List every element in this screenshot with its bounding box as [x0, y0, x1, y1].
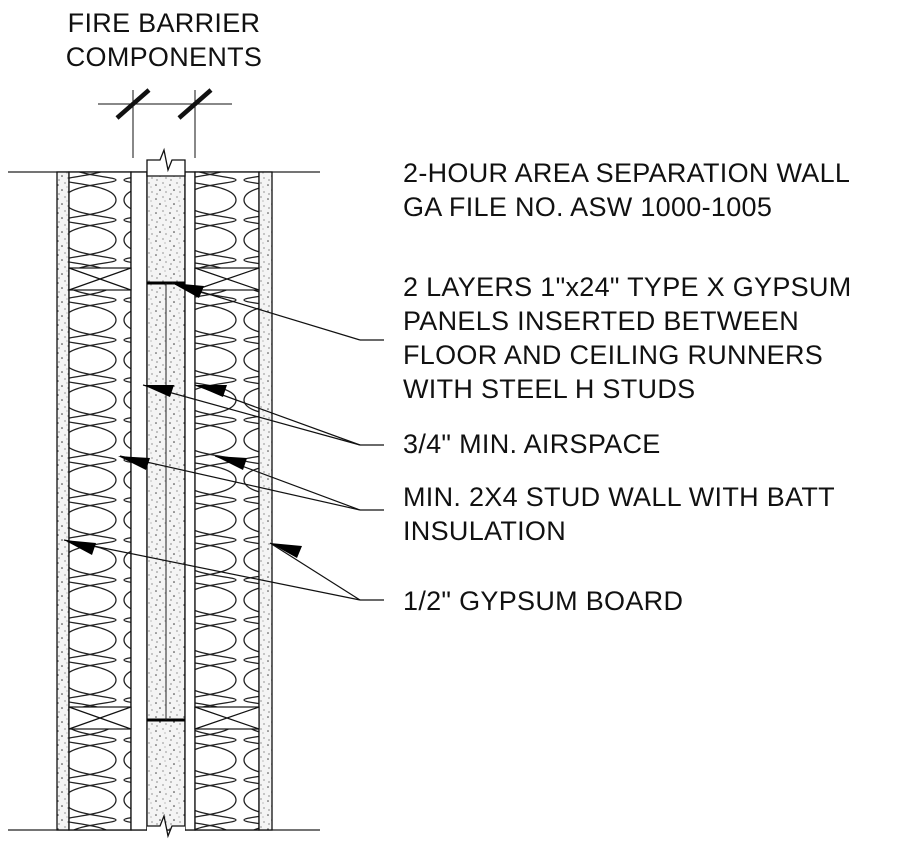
callout-gypsum-board: 1/2" GYPSUM BOARD — [403, 584, 683, 618]
arrowhead-stud-left — [118, 456, 150, 470]
callout-airspace: 3/4" MIN. AIRSPACE — [403, 427, 661, 461]
wall-title: 2-HOUR AREA SEPARATION WALL GA FILE NO. … — [403, 156, 850, 224]
arrowhead-panels — [172, 283, 204, 298]
callout-line: MIN. 2X4 STUD WALL WITH BATT — [403, 482, 835, 512]
callout-line: FLOOR AND CEILING RUNNERS — [403, 340, 824, 370]
arrowhead-airspace-right — [195, 385, 227, 397]
header-line-1: FIRE BARRIER — [67, 8, 261, 38]
steel-h-studs — [147, 281, 185, 722]
callout-line: WITH STEEL H STUDS — [403, 374, 696, 404]
break-lines — [146, 147, 186, 840]
fire-barrier-components-label: FIRE BARRIER COMPONENTS — [58, 6, 270, 74]
left-airspace — [130, 171, 148, 831]
callout-line: PANELS INSERTED BETWEEN — [403, 306, 799, 336]
callout-line: INSULATION — [403, 516, 567, 546]
header-line-2: COMPONENTS — [65, 42, 263, 72]
stud-blocking — [68, 267, 260, 730]
left-gypsum-board — [56, 171, 70, 831]
title-line-1: 2-HOUR AREA SEPARATION WALL — [403, 158, 851, 188]
callout-line: 3/4" MIN. AIRSPACE — [403, 429, 661, 459]
callout-line: 1/2" GYPSUM BOARD — [403, 586, 684, 616]
callout-stud-wall: MIN. 2X4 STUD WALL WITH BATT INSULATION — [403, 480, 835, 548]
leader-lines — [63, 282, 384, 601]
arrowhead-airspace-left — [143, 385, 174, 397]
callout-fire-barrier-panels: 2 LAYERS 1"x24" TYPE X GYPSUM PANELS INS… — [403, 270, 852, 406]
arrowhead-gypsum-left — [64, 540, 96, 555]
title-line-2: GA FILE NO. ASW 1000-1005 — [403, 192, 773, 222]
fire-barrier-dimension — [98, 88, 232, 158]
arrowhead-gypsum-right — [270, 543, 302, 558]
right-airspace — [184, 171, 196, 831]
leader-arrowheads — [64, 283, 302, 558]
arrowhead-stud-right — [215, 456, 247, 470]
right-gypsum-board — [258, 171, 273, 831]
callout-line: 2 LAYERS 1"x24" TYPE X GYPSUM — [403, 272, 852, 302]
